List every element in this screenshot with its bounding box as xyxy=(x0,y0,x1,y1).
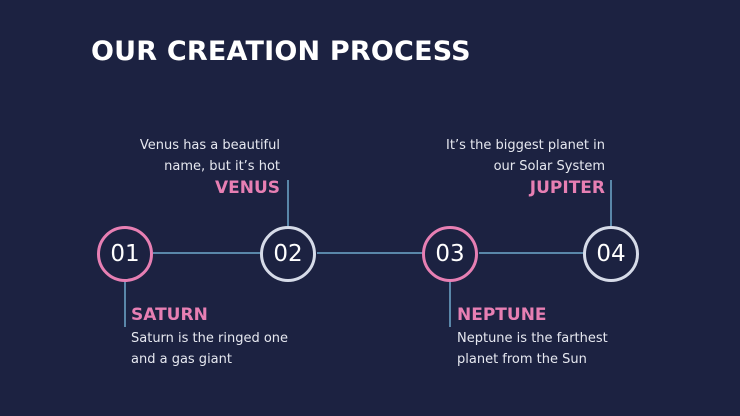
step-number: 03 xyxy=(435,241,465,267)
step-connector xyxy=(610,180,612,226)
step-description-line: Venus has a beautiful xyxy=(139,138,280,153)
timeline-connector xyxy=(479,252,585,254)
step-number: 02 xyxy=(273,241,303,267)
step-description-line: Saturn is the ringed one xyxy=(131,331,289,346)
timeline-connector xyxy=(153,252,261,254)
step-description: It’s the biggest planet in our Solar Sys… xyxy=(446,135,605,177)
step-heading: JUPITER xyxy=(529,178,605,198)
step-number: 04 xyxy=(596,241,626,267)
step-description: Saturn is the ringed one and a gas giant xyxy=(131,328,288,370)
step-heading: NEPTUNE xyxy=(457,305,547,325)
step-number-circle: 01 xyxy=(97,226,153,282)
slide-title: OUR CREATION PROCESS xyxy=(91,36,471,67)
step-description: Venus has a beautiful name, but it’s hot xyxy=(140,135,280,177)
step-heading: SATURN xyxy=(131,305,208,325)
step-number-circle: 04 xyxy=(583,226,639,282)
step-description-line: name, but it’s hot xyxy=(164,159,280,174)
step-connector xyxy=(287,180,289,226)
step-heading: VENUS xyxy=(214,178,280,198)
step-number-circle: 02 xyxy=(260,226,316,282)
step-description-line: our Solar System xyxy=(493,159,605,174)
step-description-line: It’s the biggest planet in xyxy=(446,138,605,153)
step-description-line: planet from the Sun xyxy=(457,352,587,367)
step-description-line: and a gas giant xyxy=(131,352,232,367)
step-connector xyxy=(124,280,126,327)
step-number-circle: 03 xyxy=(422,226,478,282)
step-description: Neptune is the farthest planet from the … xyxy=(457,328,608,370)
step-connector xyxy=(449,280,451,327)
step-number: 01 xyxy=(110,241,140,267)
step-description-line: Neptune is the farthest xyxy=(457,331,608,346)
timeline-connector xyxy=(317,252,423,254)
